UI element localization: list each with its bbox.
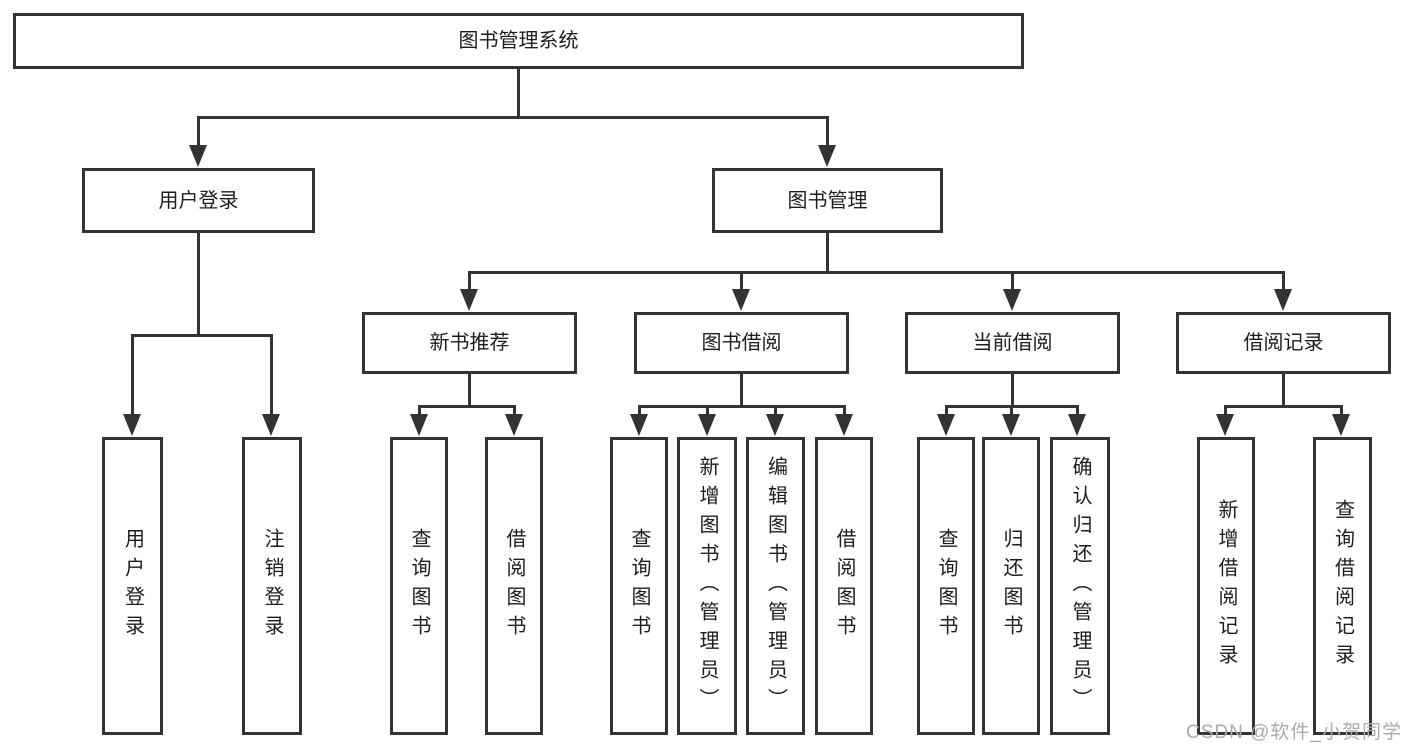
leaf-query-books-recommend: 查询图书 xyxy=(390,437,448,735)
node-label: 查询图书 xyxy=(408,528,430,644)
node-label: 查询图书 xyxy=(935,528,957,644)
connector-line xyxy=(468,373,471,408)
node-label: 图书借阅 xyxy=(701,332,782,354)
connector-line xyxy=(740,373,743,408)
arrowhead-down-icon xyxy=(698,414,716,436)
connector-line xyxy=(638,405,846,408)
leaf-borrow-books-borrowing: 借阅图书 xyxy=(815,437,873,735)
connector-line xyxy=(197,233,200,336)
connector-line xyxy=(131,334,273,337)
node-label: 查询借阅记录 xyxy=(1331,499,1354,673)
connector-line xyxy=(1011,373,1014,408)
leaf-return-book: 归还图书 xyxy=(982,437,1040,735)
connector-line xyxy=(638,405,641,417)
arrowhead-down-icon xyxy=(630,414,648,436)
arrowhead-down-icon xyxy=(1068,414,1086,436)
leaf-user-login: 用户登录 xyxy=(102,437,163,735)
connector-line xyxy=(706,405,709,417)
connector-line xyxy=(517,69,520,119)
leaf-edit-book-admin: 编辑图书（管理员） xyxy=(746,437,805,735)
leaf-logout: 注销登录 xyxy=(242,437,302,735)
connector-line xyxy=(270,334,273,416)
connector-line xyxy=(740,271,743,291)
leaf-query-borrow-record: 查询借阅记录 xyxy=(1313,437,1372,735)
connector-line xyxy=(468,271,471,291)
arrowhead-down-icon xyxy=(818,145,836,167)
node-label: 新增借阅记录 xyxy=(1215,499,1237,673)
node-user-login: 用户登录 xyxy=(82,168,315,233)
connector-line xyxy=(1224,405,1343,408)
arrowhead-down-icon xyxy=(189,145,207,167)
node-borrowing-records: 借阅记录 xyxy=(1176,312,1391,374)
connector-line xyxy=(1011,271,1014,291)
node-book-borrowing: 图书借阅 xyxy=(634,312,849,374)
node-label: 借阅记录 xyxy=(1243,332,1324,354)
arrowhead-down-icon xyxy=(1003,289,1021,311)
arrowhead-down-icon xyxy=(1216,414,1234,436)
connector-line xyxy=(1076,405,1079,417)
connector-line xyxy=(1282,373,1285,408)
leaf-borrow-books-recommend: 借阅图书 xyxy=(485,437,543,735)
connector-line xyxy=(1224,405,1227,417)
node-label: 图书管理系统 xyxy=(458,30,579,52)
connector-line xyxy=(945,405,948,417)
leaf-add-book-admin: 新增图书（管理员） xyxy=(677,437,737,735)
node-label: 用户登录 xyxy=(121,528,144,644)
connector-line xyxy=(513,405,516,417)
connector-line xyxy=(1010,405,1013,417)
connector-line xyxy=(1282,271,1285,291)
connector-line xyxy=(468,271,1285,274)
connector-line xyxy=(418,405,516,408)
arrowhead-down-icon xyxy=(1274,289,1292,311)
node-label: 注销登录 xyxy=(261,528,283,644)
node-label: 确认归还（管理员） xyxy=(1069,455,1091,717)
connector-line xyxy=(1340,405,1343,417)
node-label: 借阅图书 xyxy=(503,528,525,644)
node-label: 图书管理 xyxy=(787,189,868,212)
node-label: 当前借阅 xyxy=(972,332,1053,354)
arrowhead-down-icon xyxy=(1002,414,1020,436)
arrowhead-down-icon xyxy=(410,414,428,436)
arrowhead-down-icon xyxy=(766,414,784,436)
node-label: 归还图书 xyxy=(1000,528,1022,644)
leaf-confirm-return-admin: 确认归还（管理员） xyxy=(1050,437,1110,735)
leaf-query-books-current: 查询图书 xyxy=(917,437,975,735)
arrowhead-down-icon xyxy=(835,414,853,436)
node-new-book-recommend: 新书推荐 xyxy=(362,312,577,374)
node-label: 新增图书（管理员） xyxy=(696,455,718,717)
arrowhead-down-icon xyxy=(262,414,280,436)
node-library-management-system: 图书管理系统 xyxy=(13,13,1024,69)
connector-line xyxy=(843,405,846,417)
connector-line xyxy=(774,405,777,417)
node-label: 用户登录 xyxy=(158,189,239,212)
connector-line xyxy=(197,116,829,119)
leaf-add-borrow-record: 新增借阅记录 xyxy=(1197,437,1255,735)
node-current-borrowing: 当前借阅 xyxy=(905,312,1120,374)
connector-line xyxy=(131,334,134,416)
arrowhead-down-icon xyxy=(732,289,750,311)
connector-line xyxy=(197,116,200,148)
connector-line xyxy=(826,116,829,148)
connector-line xyxy=(826,233,829,274)
node-label: 借阅图书 xyxy=(833,528,855,644)
arrowhead-down-icon xyxy=(1332,414,1350,436)
arrowhead-down-icon xyxy=(460,289,478,311)
csdn-watermark: CSDN @软件_小贺同学 xyxy=(1186,722,1402,743)
node-label: 查询图书 xyxy=(628,528,650,644)
node-label: 新书推荐 xyxy=(429,332,510,354)
node-label: 编辑图书（管理员） xyxy=(764,455,787,717)
connector-line xyxy=(418,405,421,417)
arrowhead-down-icon xyxy=(937,414,955,436)
leaf-query-books-borrowing: 查询图书 xyxy=(610,437,668,735)
node-book-management: 图书管理 xyxy=(712,168,943,233)
arrowhead-down-icon xyxy=(505,414,523,436)
arrowhead-down-icon xyxy=(123,414,141,436)
